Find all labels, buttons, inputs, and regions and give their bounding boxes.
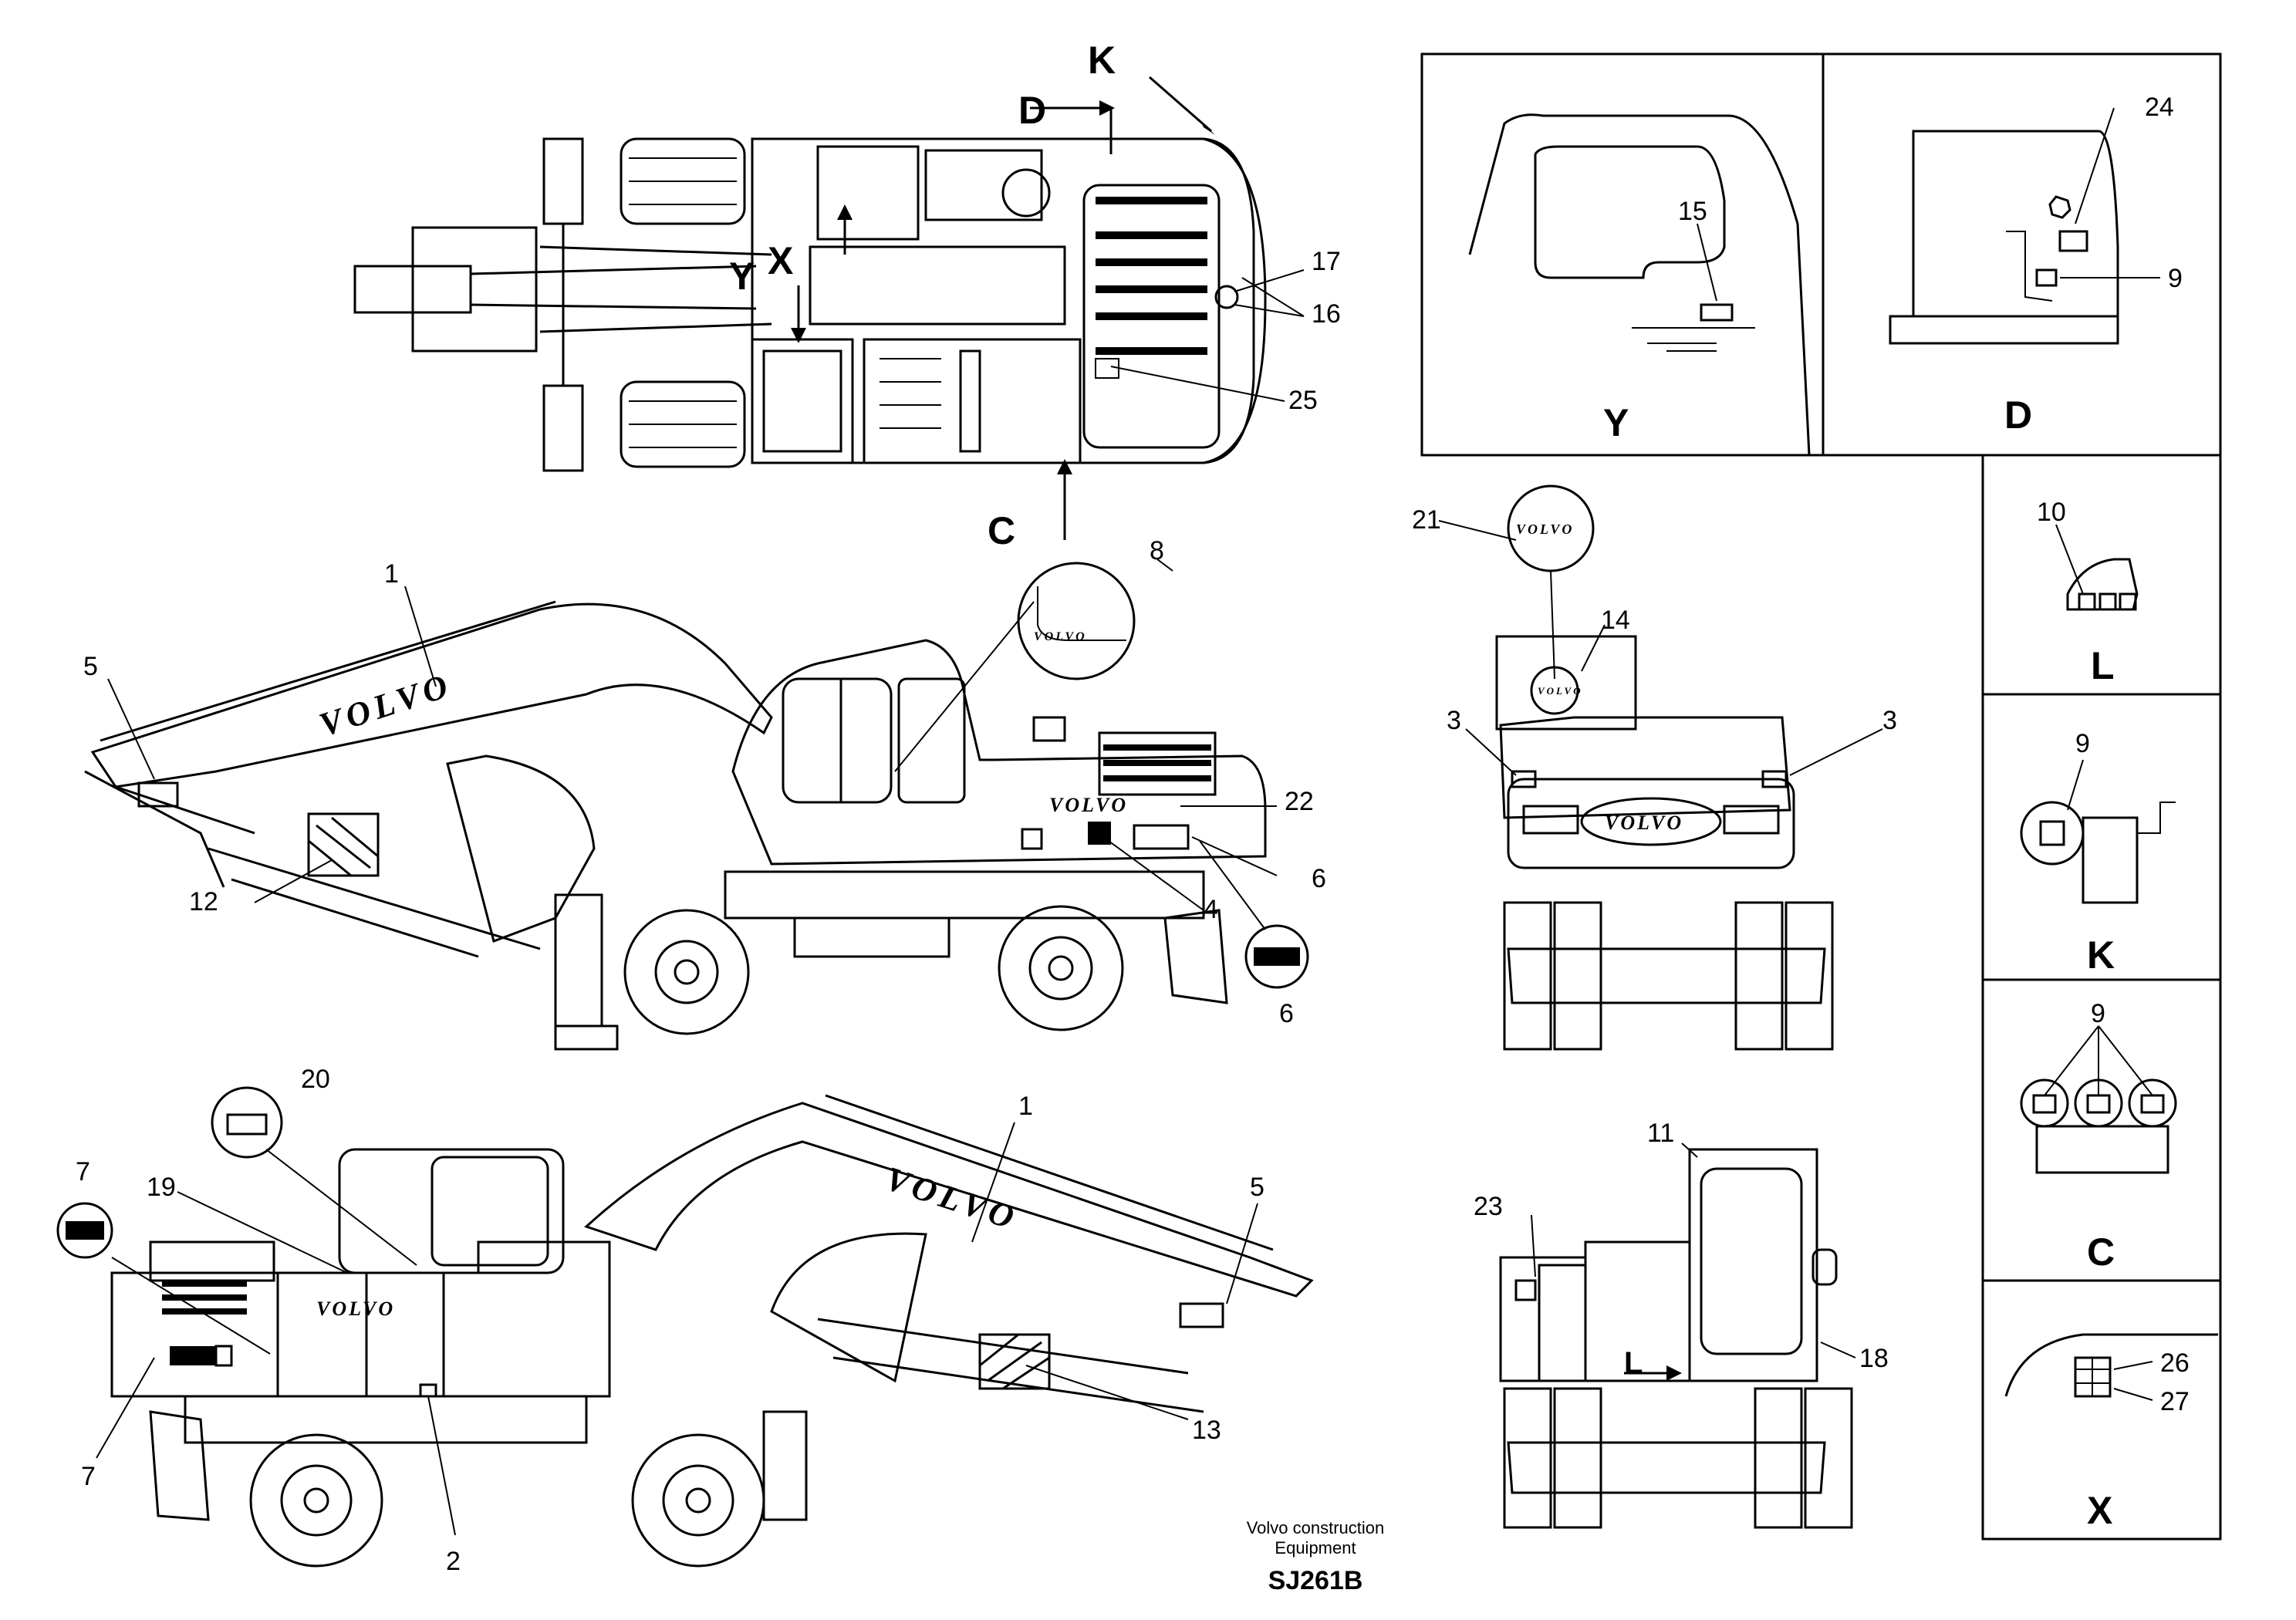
callout-1-lower: 1 [1018, 1092, 1033, 1121]
body-brand-decal: VOLVO [1049, 794, 1128, 816]
top-view [353, 76, 1305, 540]
view-label-k: K [2087, 933, 2115, 977]
callout-9-k: 9 [2075, 729, 2090, 758]
view-label-c: C [2087, 1230, 2115, 1274]
callout-22: 22 [1285, 787, 1314, 816]
callout-5-upper: 5 [83, 652, 98, 681]
view-label-d: D [2004, 393, 2032, 437]
callout-21: 21 [1412, 505, 1441, 535]
arrow-label-x: X [768, 239, 793, 282]
lower-grille [162, 1281, 247, 1315]
callout-7-upper: 7 [76, 1157, 90, 1186]
callout-11: 11 [1647, 1119, 1674, 1148]
side-view-small [1499, 1142, 1856, 1529]
view-label-x: X [2087, 1489, 2112, 1532]
callout-9-c: 9 [2091, 999, 2105, 1028]
view-label-l: L [2091, 644, 2115, 687]
callout-13: 13 [1192, 1416, 1221, 1445]
callout-24: 24 [2145, 93, 2174, 122]
callout-26: 26 [2160, 1348, 2190, 1378]
callout-2: 2 [446, 1547, 461, 1576]
side-view-lower [56, 1086, 1314, 1568]
callout-3-left: 3 [1447, 706, 1461, 735]
callout-numbers: 1 1 2 3 3 4 5 5 6 6 7 7 8 9 9 9 10 11 12… [76, 93, 2190, 1576]
callout-18: 18 [1859, 1344, 1889, 1373]
detail-panels [1420, 52, 2222, 1541]
callout-25: 25 [1288, 386, 1318, 415]
arrow-label-l: L [1624, 1346, 1643, 1380]
decal-13 [978, 1333, 1051, 1390]
callout-5-lower: 5 [1250, 1173, 1264, 1202]
callout-9-d: 9 [2168, 264, 2183, 293]
rear-view [1438, 484, 1883, 1051]
arrow-label-d: D [1018, 89, 1046, 132]
callout-17: 17 [1312, 247, 1341, 276]
counterweight-brand-decal: VOLVO [1605, 812, 1683, 834]
arrow-label-k: K [1088, 39, 1116, 82]
top-wheels [620, 137, 746, 468]
callout-14: 14 [1601, 606, 1630, 635]
detail-8-brand-decal: VOLVO [1034, 630, 1087, 643]
rear-body-brand-decal: VOLVO [316, 1298, 395, 1320]
side-grille [1103, 744, 1211, 781]
callout-27: 27 [2160, 1387, 2190, 1416]
detail-21-brand-decal: VOLVO [1516, 521, 1574, 537]
callout-7-lower: 7 [81, 1462, 96, 1491]
top-grille [1096, 197, 1207, 355]
callout-20: 20 [301, 1065, 330, 1094]
callout-16: 16 [1312, 299, 1341, 329]
callout-4: 4 [1204, 895, 1218, 924]
callout-15: 15 [1678, 197, 1707, 226]
callout-1-upper: 1 [384, 559, 399, 589]
view-label-y: Y [1603, 401, 1629, 444]
arrow-label-c: C [988, 509, 1015, 552]
footer-brand-line-2: Equipment [1275, 1538, 1356, 1558]
callout-12: 12 [189, 887, 218, 916]
callout-23: 23 [1474, 1192, 1503, 1221]
boom-brand-decal: VOLVO [315, 666, 457, 744]
callout-6-upper: 6 [1312, 864, 1326, 893]
footer-brand-line-1: Volvo construction [1247, 1518, 1385, 1537]
callout-3-right: 3 [1882, 706, 1897, 735]
callout-8: 8 [1150, 536, 1164, 565]
callout-10: 10 [2037, 498, 2066, 527]
callout-19: 19 [147, 1173, 176, 1202]
decal-12 [307, 812, 380, 877]
arrow-label-y: Y [729, 255, 755, 298]
detail-rear-cab-brand-decal: VOLVO [1538, 685, 1583, 697]
drawing-code: SJ261B [1268, 1566, 1363, 1595]
callout-6-bubble: 6 [1279, 999, 1294, 1028]
side-view-upper [84, 559, 1309, 1051]
